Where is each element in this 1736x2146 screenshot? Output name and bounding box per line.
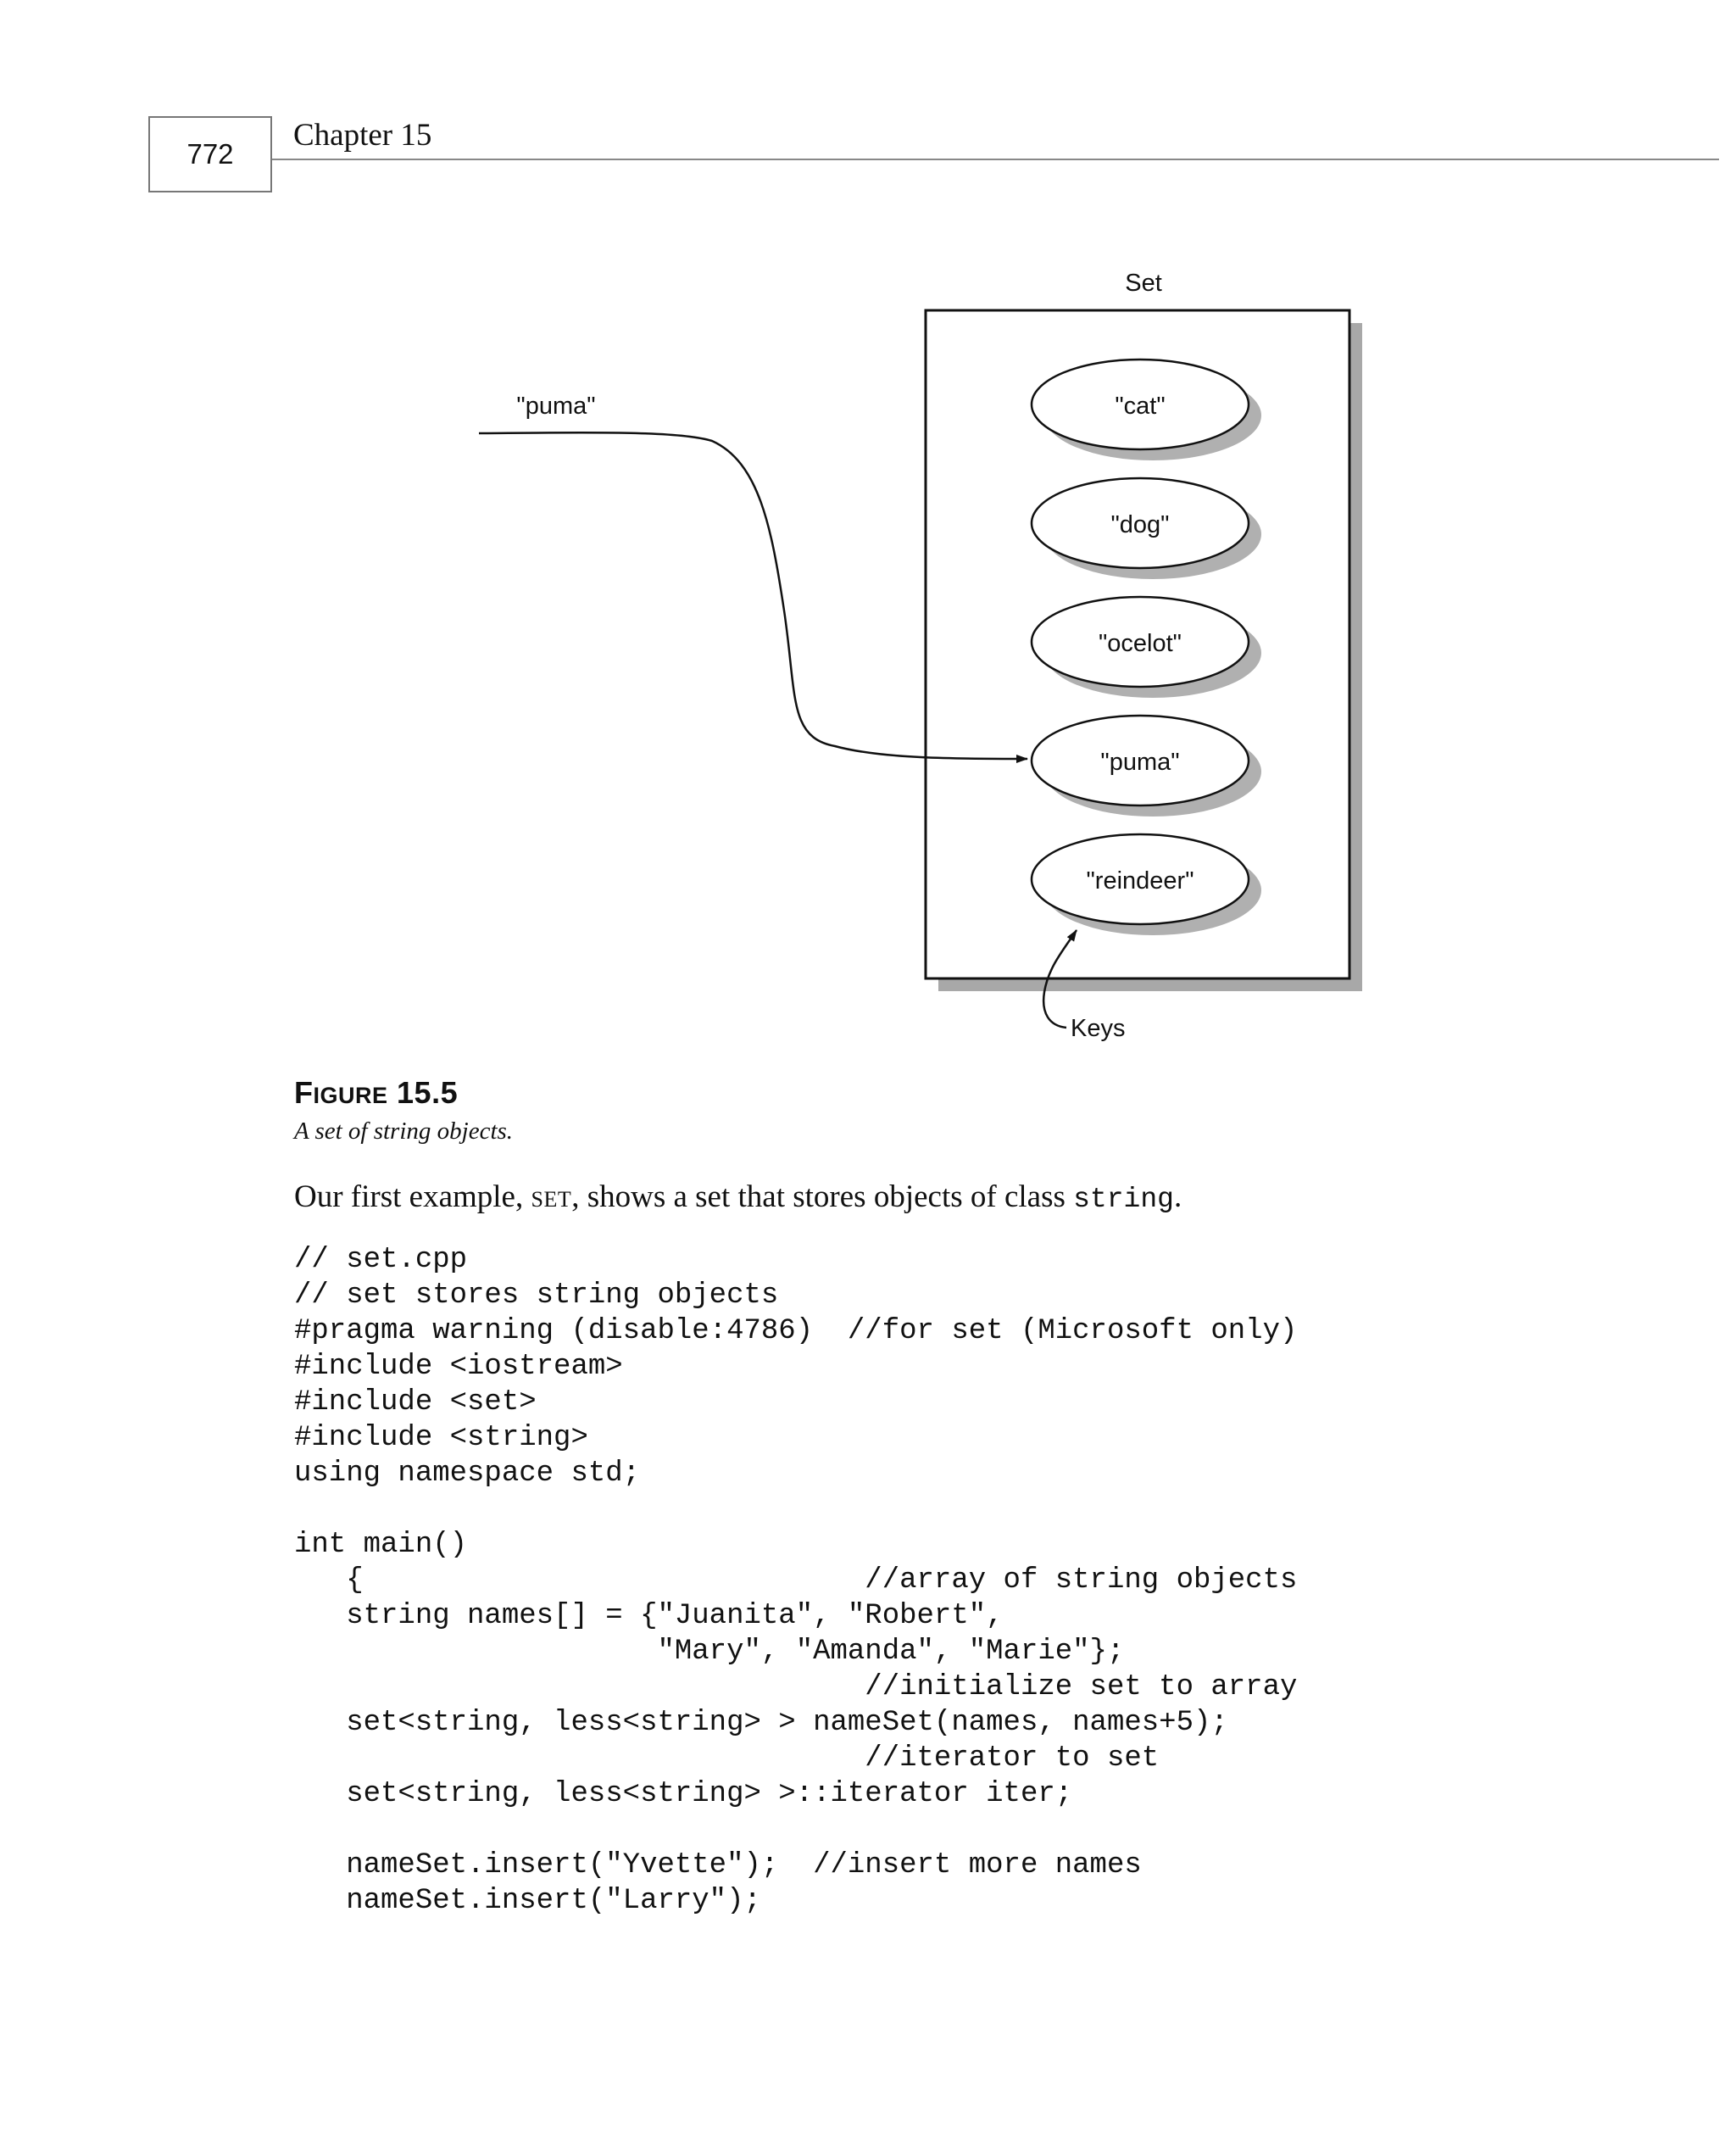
keys-arrow: [1042, 929, 1078, 1029]
figure-caption: A set of string objects.: [294, 1118, 514, 1145]
body-text-before: Our first example,: [294, 1179, 531, 1214]
code-line: using namespace std;: [294, 1458, 641, 1490]
body-text-middle: , shows a set that stores objects of cla…: [571, 1179, 1074, 1214]
code-line: { //array of string objects: [294, 1564, 1298, 1597]
class-name: string: [1073, 1184, 1174, 1215]
code-line: #include <iostream>: [294, 1351, 623, 1383]
figure-label-smallcaps: IGURE: [313, 1083, 388, 1108]
code-line: [294, 1812, 1297, 1848]
program-name: SET: [531, 1187, 572, 1212]
body-text-after: .: [1173, 1179, 1182, 1214]
lookup-arrow: [478, 431, 1028, 763]
code-line: // set.cpp: [294, 1244, 468, 1276]
figure-number: 15.5: [397, 1075, 459, 1110]
code-line: int main(): [294, 1529, 468, 1561]
set-element-label: "reindeer": [1087, 867, 1194, 895]
code-line: "Mary", "Amanda", "Marie"};: [294, 1636, 1125, 1668]
code-line: set<string, less<string> >::iterator ite…: [294, 1778, 1073, 1810]
code-line: set<string, less<string> > nameSet(names…: [294, 1707, 1228, 1739]
set-element-label: "puma": [1100, 749, 1179, 776]
code-line: nameSet.insert("Yvette"); //insert more …: [294, 1849, 1142, 1881]
set-element: "reindeer": [1030, 833, 1261, 935]
set-element-label: "dog": [1111, 511, 1170, 538]
code-line: #include <set>: [294, 1386, 537, 1419]
header-rule: [272, 159, 1719, 160]
set-element-label: "ocelot": [1099, 630, 1182, 657]
code-line: #include <string>: [294, 1422, 588, 1454]
code-line: //iterator to set: [294, 1742, 1160, 1775]
page-number: 772: [148, 116, 272, 192]
code-line: #pragma warning (disable:4786) //for set…: [294, 1315, 1298, 1347]
set-element: "cat": [1030, 358, 1261, 460]
body-paragraph: Our first example, SET, shows a set that…: [294, 1179, 1182, 1215]
set-label: Set: [1125, 270, 1162, 297]
chapter-title: Chapter 15: [293, 118, 432, 153]
code-line: // set stores string objects: [294, 1279, 779, 1312]
incoming-key-label: "puma": [516, 393, 595, 420]
code-line: nameSet.insert("Larry");: [294, 1885, 761, 1917]
code-line: [294, 1491, 1297, 1527]
set-element-label: "cat": [1115, 393, 1165, 420]
code-line: string names[] = {"Juanita", "Robert",: [294, 1600, 1004, 1632]
set-element: "puma": [1030, 714, 1261, 817]
figure-label-prefix: F: [294, 1075, 314, 1110]
code-line: //initialize set to array: [294, 1671, 1298, 1703]
set-element: "ocelot": [1030, 595, 1261, 698]
keys-label: Keys: [1071, 1015, 1125, 1042]
set-element: "dog": [1030, 477, 1261, 579]
figure-label: FIGURE 15.5: [294, 1075, 458, 1111]
set-diagram: Set "cat" "dog" "ocelot" "puma" "reindee…: [478, 270, 1362, 1042]
code-listing: // set.cpp// set stores string objects#p…: [294, 1242, 1297, 1919]
